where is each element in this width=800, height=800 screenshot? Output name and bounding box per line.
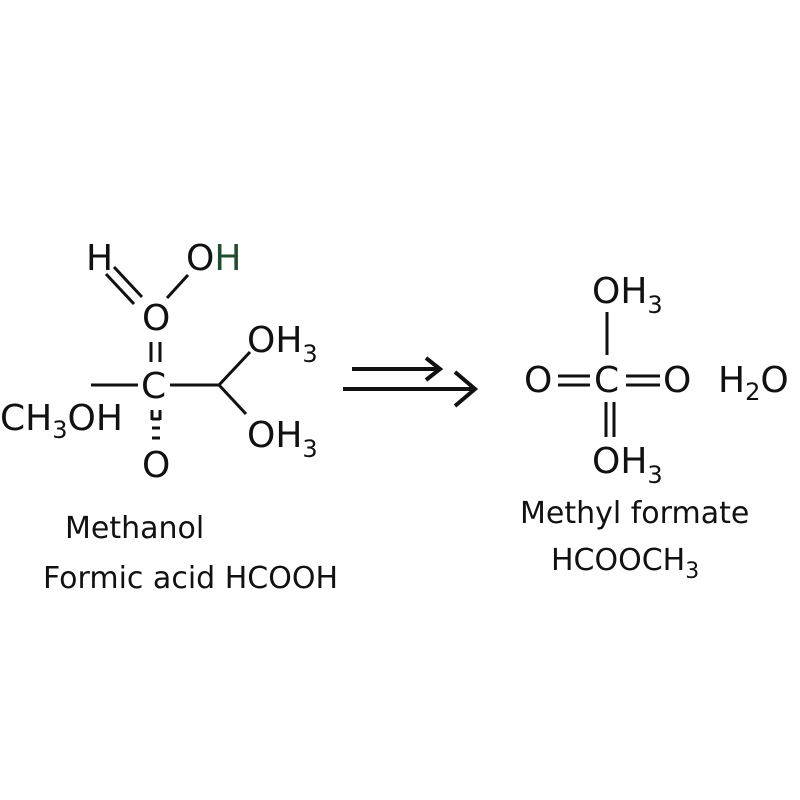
atom-oh-top: OH [186, 238, 241, 279]
bond-o-oh [165, 273, 190, 300]
oh3-bottom-oh: OH [592, 441, 647, 482]
group-oh3-upper: OH3 [247, 320, 318, 368]
oh3-top-subscript: 3 [647, 291, 662, 319]
molecule-ch3oh: CH3OH [0, 398, 123, 444]
ch3oh-subscript: 3 [52, 416, 67, 444]
atom-o-left: O [524, 360, 552, 401]
atom-c-center: C [141, 366, 166, 407]
group-oh3-lower: OH3 [247, 415, 318, 463]
product-label-methyl-formate: Methyl formate [520, 496, 749, 531]
bond-branch-oh3-lower [217, 383, 248, 416]
atom-o-upper: O [142, 298, 170, 339]
oh3-top-oh: OH [592, 271, 647, 312]
bond-h-o-double-b [104, 272, 136, 306]
oh3-lower-subscript: 3 [302, 435, 317, 463]
arrow-upper-head [424, 356, 444, 382]
ch3oh-oh: OH [68, 398, 123, 439]
group-oh3-bottom: OH3 [592, 441, 663, 489]
reactant-structure: H OH O C O CH3OH OH3 OH3 [0, 238, 318, 486]
bond-branch-oh3-upper [217, 350, 252, 387]
h2o-o: O [760, 360, 788, 401]
product-structure: OH3 O C O OH3 H2O [524, 271, 789, 489]
atom-o-right: O [663, 360, 691, 401]
oh3-lower-oh: OH [247, 415, 302, 456]
atom-h-top: H [86, 238, 113, 279]
oh3-upper-oh: OH [247, 320, 302, 361]
atom-oh-top-o: O [186, 238, 214, 279]
atom-c-product: C [594, 360, 619, 401]
reaction-arrow-icon [343, 356, 479, 408]
oh3-bottom-subscript: 3 [647, 461, 662, 489]
bond-h-o-double-a [112, 265, 144, 299]
molecule-h2o: H2O [718, 360, 789, 406]
h2o-h: H [718, 360, 745, 401]
atom-o-lower: O [142, 445, 170, 486]
product-label-formula: HCOOCH3 [551, 543, 699, 584]
reactant-label-methanol: Methanol [65, 511, 204, 546]
formula-main: HCOOCH [551, 543, 685, 578]
reactant-label-formic-acid: Formic acid HCOOH [43, 561, 338, 596]
h2o-subscript: 2 [745, 378, 760, 406]
atom-oh-top-h: H [214, 238, 241, 279]
arrow-lower-head [453, 370, 479, 408]
formula-subscript: 3 [685, 559, 699, 584]
oh3-upper-subscript: 3 [302, 340, 317, 368]
group-oh3-top: OH3 [592, 271, 663, 319]
ch3oh-ch: CH [0, 398, 52, 439]
